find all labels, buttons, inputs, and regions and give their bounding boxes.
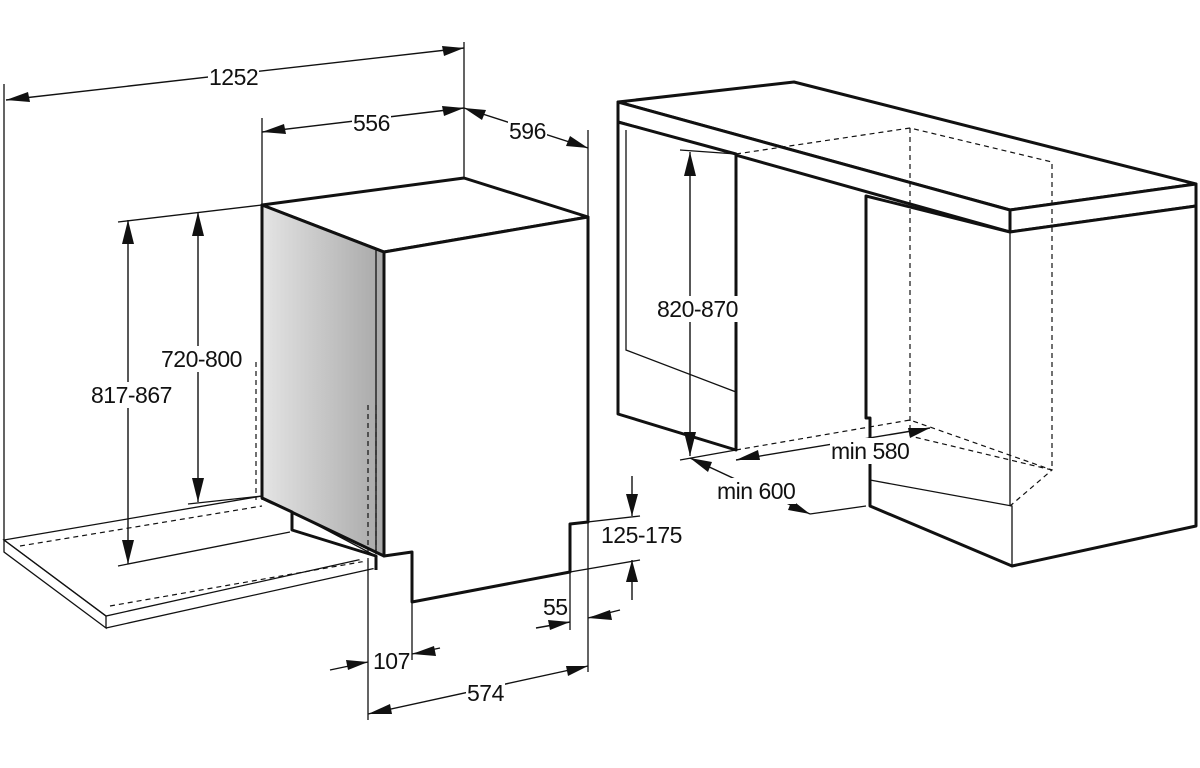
arrow-817-top xyxy=(122,220,134,244)
arrow-107-left xyxy=(346,660,368,670)
left-cabinet xyxy=(616,120,738,452)
ext-817-top xyxy=(117,204,263,223)
floor-plate-hidden-2 xyxy=(109,559,373,607)
niche-back-top xyxy=(735,127,1053,471)
arrow-720-bottom xyxy=(192,478,204,502)
ext-820-bottom xyxy=(679,449,737,461)
label-574: 574 xyxy=(466,680,505,706)
arrow-817-bottom xyxy=(122,540,134,564)
label-min-600: min 600 xyxy=(716,478,797,504)
label-820-870: 820-870 xyxy=(656,296,739,322)
ext-125-top xyxy=(569,515,641,525)
label-817-867: 817-867 xyxy=(90,382,173,408)
front-door-panel xyxy=(260,203,386,558)
arrow-55-left xyxy=(548,620,570,630)
ext-720-bottom xyxy=(187,495,263,505)
arrow-556-left xyxy=(262,124,286,134)
arrow-1252-left xyxy=(6,92,30,102)
ext-817-bottom xyxy=(117,531,291,567)
arrow-820-top xyxy=(684,152,696,176)
ext-600-right xyxy=(809,505,867,515)
label-55: 55 xyxy=(542,594,569,620)
niche-floor xyxy=(735,419,1054,507)
arrow-600-left xyxy=(690,458,712,472)
floor-plate-bottom xyxy=(105,567,377,629)
arrow-1252-right xyxy=(442,46,464,56)
arrow-720-top xyxy=(192,212,204,236)
arrow-55-right xyxy=(588,610,612,620)
label-720-800: 720-800 xyxy=(160,346,243,372)
right-cabinet xyxy=(864,194,1198,568)
right-cabinet-plinth xyxy=(869,479,1013,566)
floor-plate-edge xyxy=(3,538,107,630)
label-556: 556 xyxy=(352,110,391,136)
floor-plate-hidden-1 xyxy=(19,505,263,547)
label-125-175: 125-175 xyxy=(600,522,683,548)
arrow-574-left xyxy=(368,704,392,714)
label-596: 596 xyxy=(508,118,547,144)
label-1252: 1252 xyxy=(208,64,260,90)
label-107: 107 xyxy=(372,648,411,674)
ext-125-bottom xyxy=(569,559,641,573)
arrow-556-right xyxy=(442,106,464,116)
arrow-125-up xyxy=(626,560,638,582)
arrow-580-right xyxy=(908,428,930,438)
appliance-side xyxy=(382,215,590,604)
arrow-596-right xyxy=(566,136,588,148)
arrow-580-left xyxy=(736,450,760,460)
label-min-580: min 580 xyxy=(830,438,911,464)
ext-820-top xyxy=(679,149,737,155)
arrow-820-bottom xyxy=(684,432,696,456)
niche-drawing xyxy=(616,80,1198,568)
arrow-574-right xyxy=(566,666,588,676)
arrow-107-right xyxy=(412,646,436,656)
arrow-596-left xyxy=(464,108,486,120)
left-cabinet-door xyxy=(625,130,737,393)
arrow-125-down xyxy=(626,494,638,516)
plinth-recess xyxy=(261,496,378,570)
